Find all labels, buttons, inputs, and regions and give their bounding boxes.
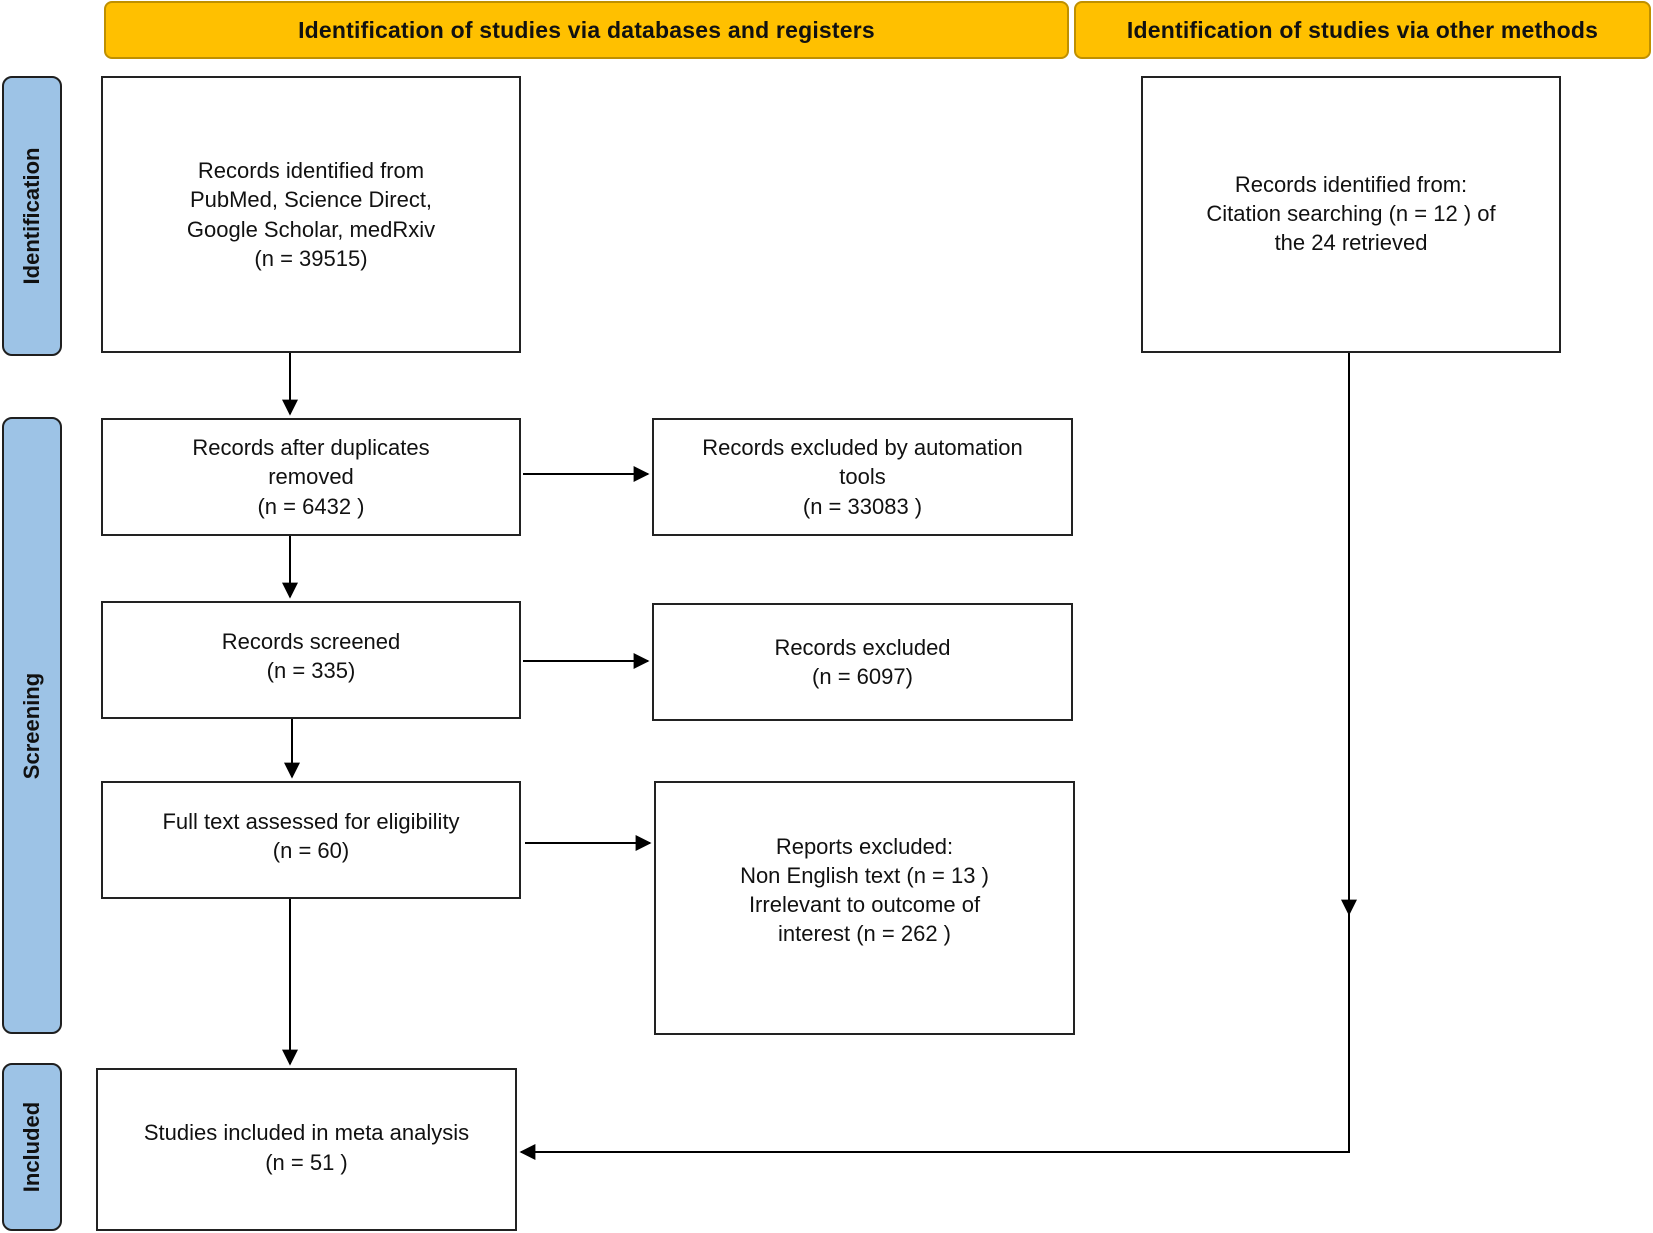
box-line: Studies included in meta analysis xyxy=(143,1120,470,1146)
phase-identification-tab: Identification xyxy=(2,76,62,356)
records-identified-databases-box: Records identified from PubMed, Science … xyxy=(101,76,521,353)
box-count: (n = 6097) xyxy=(812,664,913,690)
records-excluded-box: Records excluded (n = 6097) xyxy=(652,603,1073,721)
header-other-methods-label: Identification of studies via other meth… xyxy=(1126,16,1599,43)
box-line: Reports excluded: xyxy=(775,833,954,859)
header-databases-label: Identification of studies via databases … xyxy=(298,16,875,43)
box-line: Records identified from xyxy=(197,158,425,184)
box-line: Full text assessed for eligibility xyxy=(162,809,460,834)
header-other-methods: Identification of studies via other meth… xyxy=(1074,1,1651,59)
records-screened-box: Records screened (n = 335) xyxy=(101,601,521,719)
box-line: Irrelevant to outcome of xyxy=(748,892,981,917)
records-after-duplicates-box: Records after duplicates removed (n = 64… xyxy=(101,418,521,536)
box-line: Records screened xyxy=(221,629,401,654)
records-identified-other-box: Records identified from: Citation search… xyxy=(1141,76,1561,353)
box-count: (n = 33083 ) xyxy=(802,493,923,519)
box-line: the 24 retrieved xyxy=(1274,230,1428,256)
box-line: Records excluded by automation xyxy=(702,435,1023,461)
box-line: Non English text (n = 13 ) xyxy=(740,862,989,888)
box-line: Records excluded xyxy=(774,635,951,660)
box-count: (n = 39515) xyxy=(254,245,368,271)
reports-excluded-box: Reports excluded: Non English text (n = … xyxy=(654,781,1075,1035)
box-line: Citation searching (n = 12 ) of xyxy=(1206,201,1496,227)
box-line: interest (n = 262 ) xyxy=(777,921,952,947)
box-count: (n = 335) xyxy=(266,658,356,684)
header-databases-registers: Identification of studies via databases … xyxy=(104,1,1069,59)
box-line: tools xyxy=(839,464,886,490)
box-line: PubMed, Science Direct, xyxy=(189,187,433,213)
box-line: Google Scholar, medRxiv xyxy=(186,216,436,242)
records-excluded-automation-box: Records excluded by automation tools (n … xyxy=(652,418,1073,536)
full-text-assessed-box: Full text assessed for eligibility (n = … xyxy=(101,781,521,899)
box-line: Records identified from: xyxy=(1234,172,1468,197)
box-count: (n = 60) xyxy=(272,838,350,864)
phase-included-tab: Included xyxy=(2,1063,62,1231)
box-count: (n = 6432 ) xyxy=(257,493,365,519)
box-line: removed xyxy=(268,464,354,490)
studies-included-box: Studies included in meta analysis (n = 5… xyxy=(96,1068,517,1231)
box-count: (n = 51 ) xyxy=(265,1149,348,1175)
arrow-other-to-included xyxy=(519,914,1350,1160)
box-line: Records after duplicates xyxy=(192,435,430,461)
phase-screening-tab: Screening xyxy=(2,417,62,1034)
